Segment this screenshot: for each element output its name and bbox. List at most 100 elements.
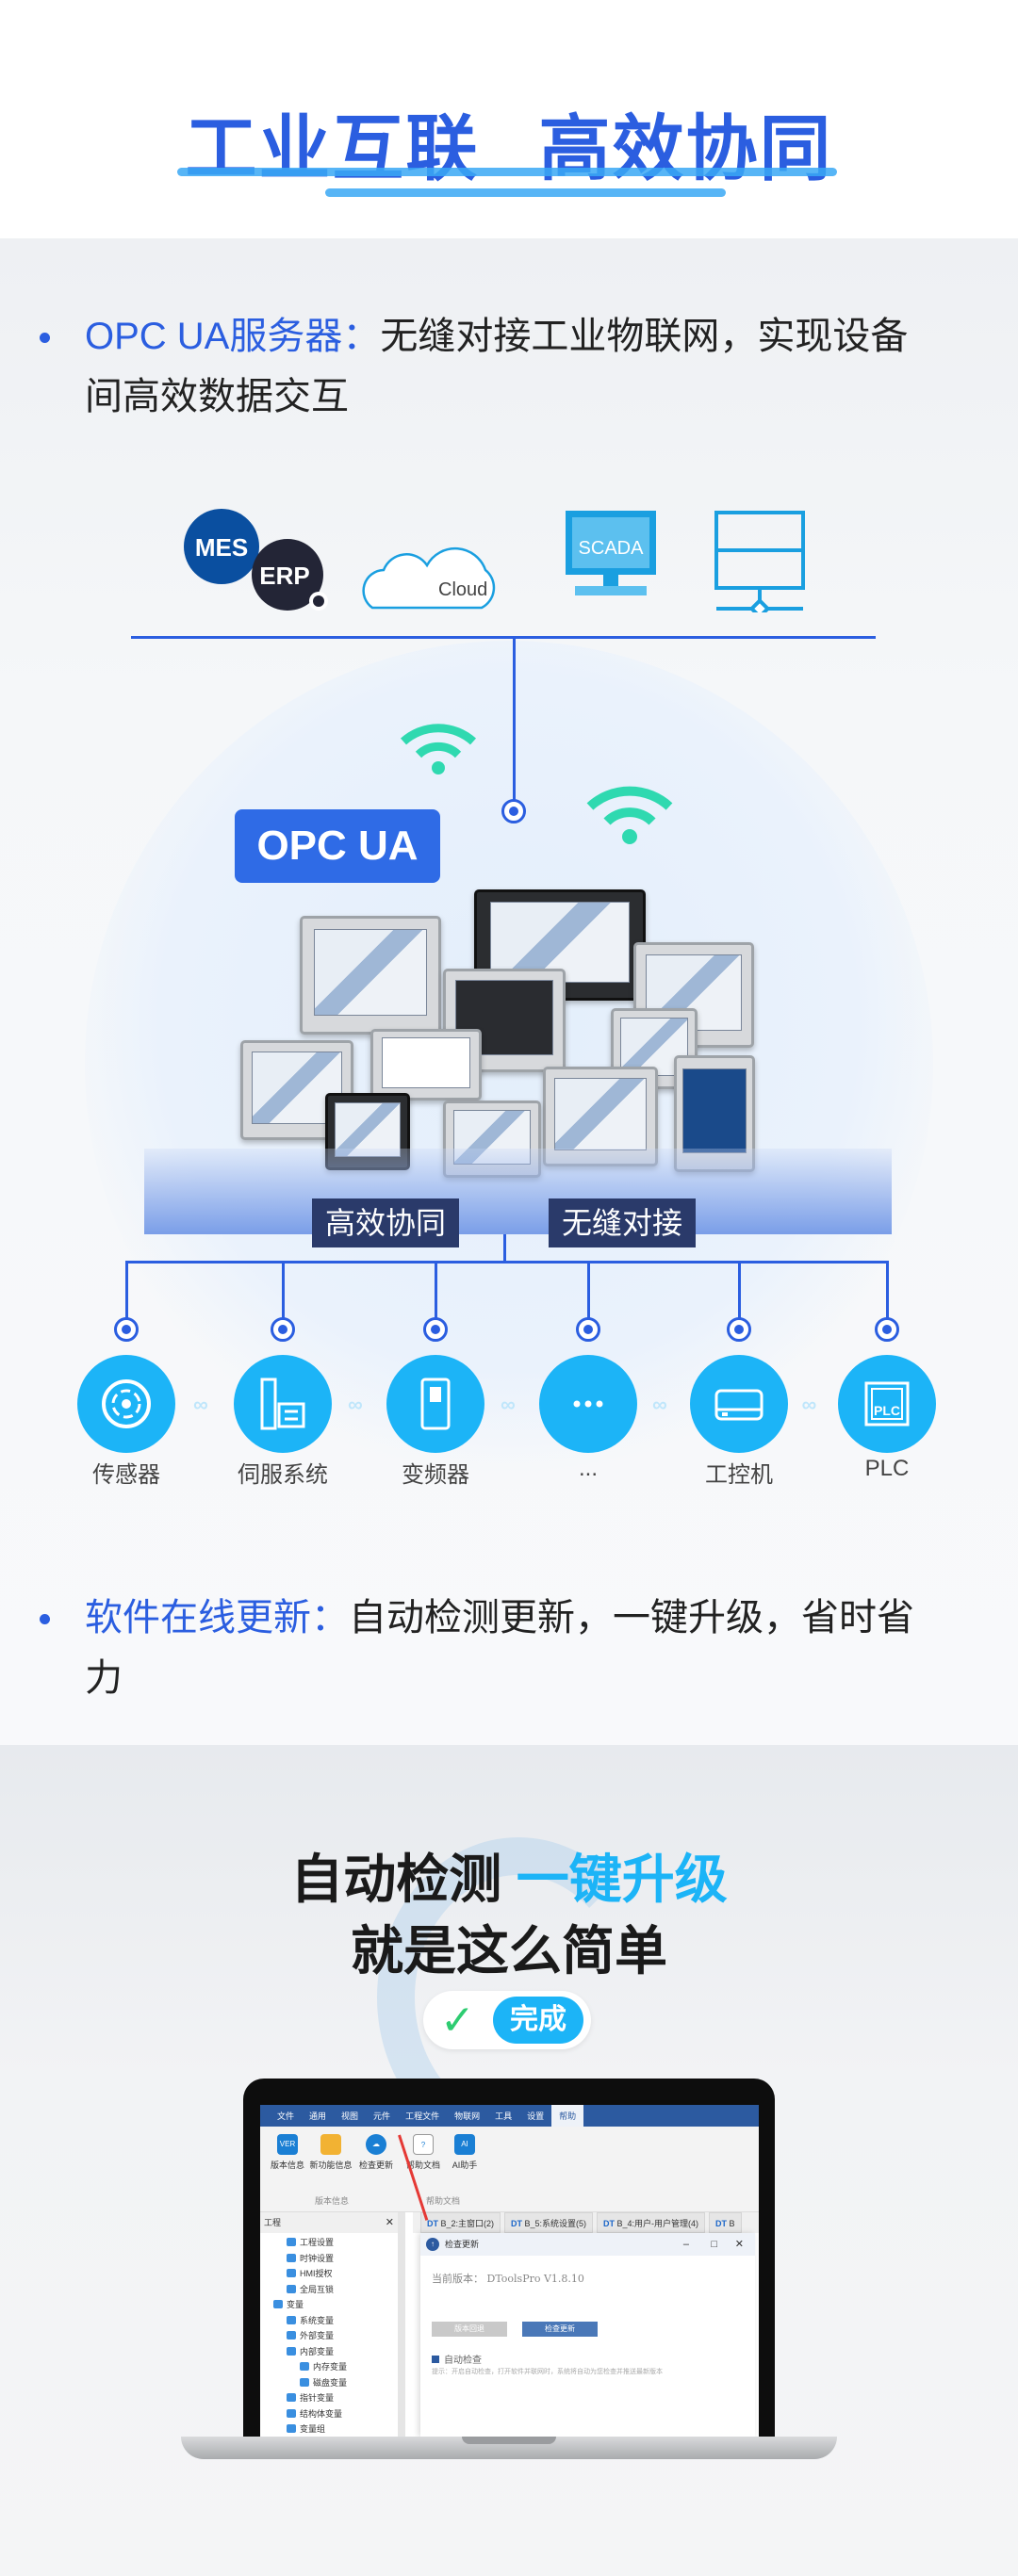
bullet-dot: [40, 1614, 50, 1624]
menu-item[interactable]: 视图: [341, 2111, 359, 2121]
document-tab[interactable]: DT B_5:系统设置(5): [504, 2212, 594, 2233]
update-heading-line2: 就是这么简单: [351, 1921, 667, 1981]
page-title: 工业互联 高效协同: [185, 109, 833, 189]
tree-item[interactable]: 指针变量: [273, 2390, 398, 2406]
bullet-highlight: OPC UA服务器：: [85, 316, 381, 357]
device-drop-line: [435, 1261, 437, 1319]
trunk-line-lower: [503, 1234, 506, 1263]
update-bullet: 软件在线更新：自动检测更新，一键升级，省时省力: [40, 1588, 933, 1708]
link-icon: ∞: [501, 1393, 516, 1416]
ribbon-check-update[interactable]: ☁检查更新: [354, 2134, 398, 2171]
tree-node-icon: [287, 2238, 296, 2246]
device-label: 工控机: [705, 1462, 773, 1488]
svg-text:MES: MES: [195, 533, 248, 562]
dt-icon: DT: [603, 2219, 617, 2228]
bullet-text: 无缝对接工业物联网，实现设备间高效数据交互: [85, 316, 909, 417]
wifi-icon: [586, 786, 673, 844]
servo-icon: [260, 1378, 305, 1430]
ribbon-group-label: 帮助文档: [426, 2196, 461, 2206]
tree-item[interactable]: 全局互锁: [273, 2282, 398, 2298]
tree-node-icon: [287, 2253, 296, 2262]
tree-item[interactable]: 内部变量: [273, 2344, 398, 2360]
app-screen: 文件 通用 视图 元件 工程文件 物联网 工具 设置帮助 VER 版本信息 新功能信息 ☁检查更…: [260, 2105, 759, 2437]
auto-check-label: 自动检查: [444, 2356, 482, 2366]
tree-item[interactable]: 变量: [273, 2297, 398, 2313]
tree-node-icon: [287, 2269, 296, 2277]
menu-bar: 文件 通用 视图 元件 工程文件 物联网 工具 设置帮助: [260, 2105, 759, 2127]
ribbon-group-label: 版本信息: [315, 2196, 350, 2206]
device-node: [271, 1317, 295, 1342]
menu-item[interactable]: 元件: [373, 2111, 391, 2121]
title-underline: [177, 168, 837, 176]
tree-node-icon: [287, 2346, 296, 2356]
mes-icon: MES: [184, 509, 259, 584]
document-tab[interactable]: DT B_2:主窗口(2): [420, 2212, 501, 2233]
plc-icon: PLC: [864, 1381, 910, 1427]
document-tab[interactable]: DT B: [709, 2212, 742, 2233]
scada-icon: SCADA: [566, 511, 656, 595]
device-drop-line: [125, 1261, 128, 1319]
ribbon-new-features[interactable]: 新功能信息: [309, 2134, 353, 2171]
link-icon: ∞: [348, 1393, 363, 1416]
device-drop-line: [738, 1261, 741, 1319]
menu-item[interactable]: 通用: [309, 2111, 327, 2121]
device-inverter: [386, 1355, 484, 1453]
ribbon-label: 检查更新: [358, 2160, 393, 2170]
ribbon-label: 版本信息: [270, 2160, 304, 2170]
tree-item[interactable]: 结构体变量: [273, 2406, 398, 2422]
bullet-text: 自动检测更新，一键升级，省时省力: [85, 1597, 914, 1699]
tree-node-icon: [273, 2300, 283, 2308]
menu-item[interactable]: 工程文件: [405, 2111, 440, 2121]
tree-item[interactable]: HMI授权: [273, 2266, 398, 2282]
menu-item[interactable]: 帮助: [551, 2105, 584, 2127]
check-update-button[interactable]: 检查更新: [522, 2322, 598, 2337]
dt-icon: DT: [715, 2219, 730, 2228]
tree-item[interactable]: 时钟设置: [273, 2251, 398, 2267]
device-node: [576, 1317, 600, 1342]
close-icon[interactable]: ✕: [734, 2239, 744, 2250]
link-icon: ∞: [652, 1393, 667, 1416]
version-icon: VER: [277, 2134, 298, 2155]
ribbon-version-info[interactable]: VER 版本信息: [266, 2134, 309, 2171]
tree-item[interactable]: 外部变量: [273, 2328, 398, 2344]
svg-text:SCADA: SCADA: [579, 538, 645, 559]
done-label: 完成: [493, 1997, 583, 2044]
checkbox-checked-icon: [432, 2356, 439, 2363]
tree-item-label: 变量: [287, 2300, 304, 2309]
tree-item[interactable]: 变量组: [273, 2421, 398, 2437]
menu-item[interactable]: 物联网: [454, 2111, 481, 2121]
document-bulb-icon: [320, 2134, 341, 2155]
document-tabs: DT B_2:主窗口(2)DT B_5:系统设置(5)DT B_4:用户-用户管…: [413, 2212, 759, 2233]
maximize-icon[interactable]: □: [711, 2239, 717, 2250]
tab-label: B_4:用户-用户管理(4): [616, 2219, 699, 2228]
tree-item[interactable]: 系统变量: [273, 2313, 398, 2329]
tree-item[interactable]: 磁盘变量: [273, 2375, 398, 2391]
tree-node-icon: [287, 2284, 296, 2293]
close-icon[interactable]: ✕: [385, 2217, 394, 2228]
ribbon-label: 新功能信息: [309, 2160, 353, 2170]
tree-item[interactable]: 内存变量: [273, 2359, 398, 2375]
menu-item[interactable]: 设置: [527, 2111, 545, 2121]
tree-node-icon: [287, 2424, 296, 2433]
device-label: ...: [578, 1456, 598, 1481]
minimize-icon[interactable]: –: [682, 2239, 689, 2250]
update-icon: ↑: [426, 2238, 439, 2251]
tree-item-label: 时钟设置: [300, 2253, 335, 2263]
menu-item[interactable]: 工具: [495, 2111, 513, 2121]
menu-item[interactable]: 文件: [277, 2111, 295, 2121]
trunk-line: [513, 636, 516, 801]
link-icon: ∞: [193, 1393, 208, 1416]
ribbon-help-docs[interactable]: ?帮助文档: [402, 2134, 445, 2171]
device-node: [727, 1317, 751, 1342]
cloud-icon: Cloud: [362, 546, 496, 610]
document-tab[interactable]: DT B_4:用户-用户管理(4): [597, 2212, 706, 2233]
gradient-band: [144, 1149, 892, 1234]
top-systems: MES ERP Cloud SCADA: [184, 509, 805, 612]
rollback-button[interactable]: 版本回退: [432, 2322, 507, 2337]
auto-check-checkbox[interactable]: 自动检查: [432, 2352, 482, 2366]
tab-label: B: [729, 2219, 735, 2228]
tree-item[interactable]: 工程设置: [273, 2235, 398, 2251]
device-label: 传感器: [92, 1462, 160, 1488]
